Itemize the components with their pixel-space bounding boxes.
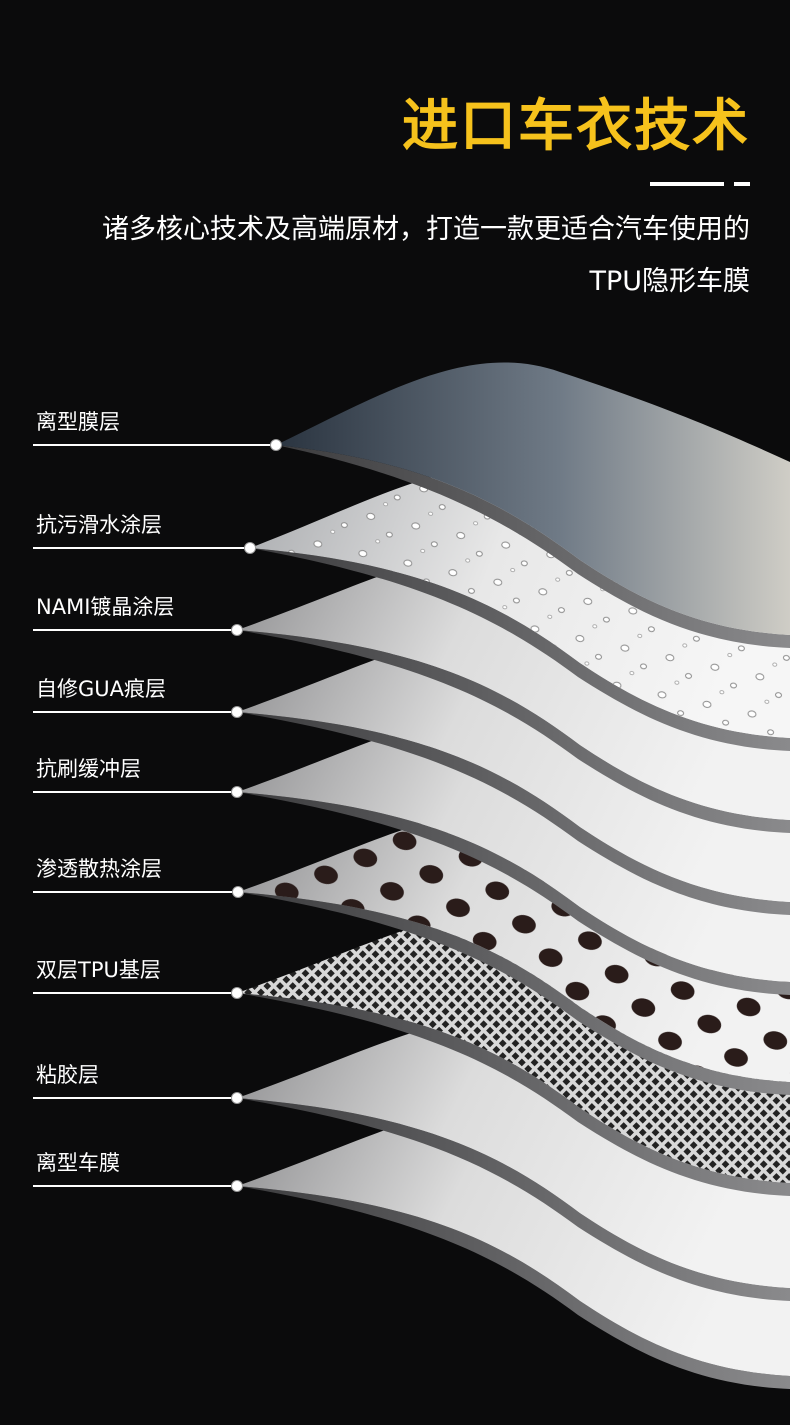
layer-pointer-dot: [270, 439, 282, 451]
layer-label: 离型车膜: [36, 1151, 120, 1175]
layer-leader-line: [33, 992, 237, 994]
layer-leader-line: [33, 891, 238, 893]
layer-pointer-dot: [244, 542, 256, 554]
layer-label: 离型膜层: [36, 410, 120, 434]
layer-pointer-dot: [231, 1180, 243, 1192]
layer-label: 抗污滑水涂层: [36, 513, 162, 537]
layer-pointer-dot: [231, 706, 243, 718]
layer-label: 渗透散热涂层: [36, 857, 162, 881]
layer-label: 自修GUA痕层: [36, 677, 167, 701]
title-underline-long: [650, 182, 724, 186]
layer-leader-line: [33, 444, 276, 446]
layer-pointer-dot: [231, 987, 243, 999]
subtitle-line-2: TPU隐形车膜: [589, 266, 750, 297]
layer-label: 双层TPU基层: [36, 958, 161, 982]
layer-pointer-dot: [231, 624, 243, 636]
layer-leader-line: [33, 711, 237, 713]
layer-pointer-dot: [232, 886, 244, 898]
layer-leader-line: [33, 1185, 237, 1187]
layer-label: 粘胶层: [36, 1063, 99, 1087]
layer-pointer-dot: [231, 786, 243, 798]
layer-label: NAMI镀晶涂层: [36, 595, 175, 619]
subtitle-line-1: 诸多核心技术及高端原材，打造一款更适合汽车使用的: [102, 214, 750, 245]
layer-leader-line: [33, 1097, 237, 1099]
layer-leader-line: [33, 547, 250, 549]
layer-label: 抗刷缓冲层: [36, 757, 141, 781]
page-title: 进口车衣技术: [402, 94, 750, 159]
layer-sheet-smooth-dark: [276, 362, 790, 635]
title-underline-short: [734, 182, 750, 186]
layer-pointer-dot: [231, 1092, 243, 1104]
layer-leader-line: [33, 791, 237, 793]
layer-leader-line: [33, 629, 237, 631]
